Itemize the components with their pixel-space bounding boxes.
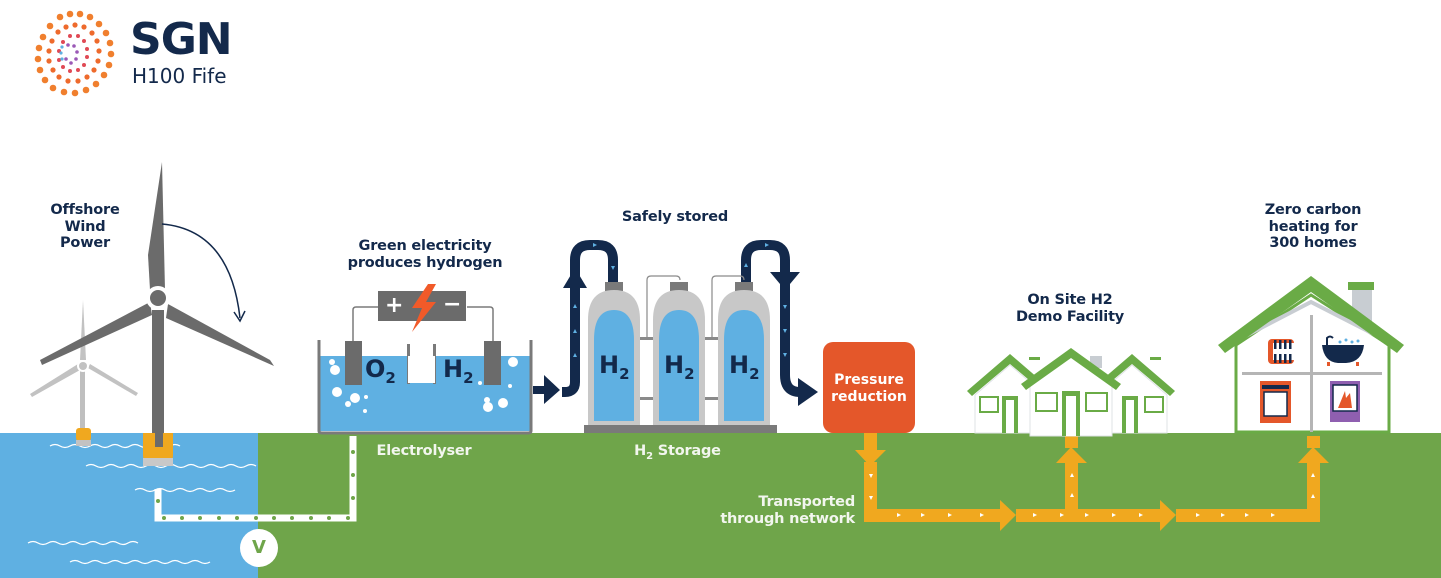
pressure-reduction-label: Pressure reduction <box>823 372 915 406</box>
label-sub: 2 <box>646 450 653 462</box>
label-line: Power <box>60 235 110 251</box>
gas-subscript: 2 <box>619 365 630 383</box>
transported-label: Transported through network <box>700 494 855 527</box>
gas-network-pipes <box>855 433 1329 531</box>
radiator-icon <box>1268 339 1294 364</box>
valve-icon: V <box>240 529 278 567</box>
tank-1-label: H2 <box>599 352 630 387</box>
safely-stored-label: Safely stored <box>621 209 729 225</box>
label-line: 300 homes <box>1269 235 1357 251</box>
label-part: H <box>634 443 647 459</box>
fireplace-icon <box>1330 381 1360 422</box>
lightning-bolt-icon <box>412 284 436 332</box>
hydrogen-pipe-to-storage <box>533 240 818 406</box>
offshore-wind-label: Offshore Wind Power <box>30 202 140 252</box>
bathtub-icon <box>1322 335 1364 366</box>
label-part: Storage <box>652 443 721 459</box>
tank-2 <box>653 282 705 425</box>
hydrogen-label: H2 <box>443 356 474 391</box>
cooker-icon <box>1260 381 1291 423</box>
home-icon <box>1218 276 1404 434</box>
power-cable <box>154 436 357 522</box>
zero-carbon-label: Zero carbon heating for 300 homes <box>1243 202 1383 252</box>
tank-3 <box>718 282 770 425</box>
small-wind-turbine-icon <box>30 300 138 446</box>
demo-facility-label: On Site H2 Demo Facility <box>1000 292 1140 325</box>
battery-plus-icon: + <box>385 293 404 318</box>
electrolyser-label: Electrolyser <box>376 443 472 459</box>
label-line: Demo Facility <box>1015 308 1125 325</box>
large-wind-turbine-icon <box>40 162 274 466</box>
demo-facility-houses-icon <box>967 348 1175 437</box>
gas-subscript: 2 <box>463 369 474 387</box>
h2-storage-label: H2 Storage <box>620 443 735 465</box>
label-line: On Site H2 <box>1027 292 1113 308</box>
brand-name: SGN <box>130 14 233 65</box>
tank-3-label: H2 <box>729 352 760 387</box>
tank-1 <box>588 282 640 425</box>
concentric-dots-logo-icon <box>34 10 115 97</box>
rotation-arrow-icon <box>161 223 246 323</box>
label-line: Pressure <box>834 372 904 388</box>
label-line: heating for <box>1268 218 1358 235</box>
waves <box>27 443 257 565</box>
label-line: Green electricity <box>358 238 492 254</box>
h2-storage-tanks <box>584 275 777 433</box>
project-name: H100 Fife <box>132 64 227 88</box>
label-line: Offshore <box>50 202 120 218</box>
gas-subscript: 2 <box>749 365 760 383</box>
gas-symbol: H <box>443 355 464 383</box>
gas-symbol: H <box>729 351 750 379</box>
sea <box>0 433 258 578</box>
label-line: produces hydrogen <box>347 254 503 271</box>
label-line: through network <box>720 510 855 527</box>
label-line: Zero carbon <box>1264 202 1362 218</box>
tank-2-label: H2 <box>664 352 695 387</box>
gas-symbol: O <box>365 355 386 383</box>
house-center <box>1021 348 1121 437</box>
gas-symbol: H <box>664 351 685 379</box>
gas-subscript: 2 <box>684 365 695 383</box>
gas-subscript: 2 <box>385 369 396 387</box>
label-line: Transported <box>758 494 855 510</box>
oxygen-label: O2 <box>365 356 396 391</box>
land <box>258 433 1441 578</box>
gas-symbol: H <box>599 351 620 379</box>
pressure-reduction-box <box>823 342 915 433</box>
label-line: Wind <box>64 218 106 235</box>
battery-minus-icon: − <box>443 292 462 317</box>
label-line: reduction <box>831 389 907 405</box>
green-electricity-label: Green electricity produces hydrogen <box>320 238 530 271</box>
